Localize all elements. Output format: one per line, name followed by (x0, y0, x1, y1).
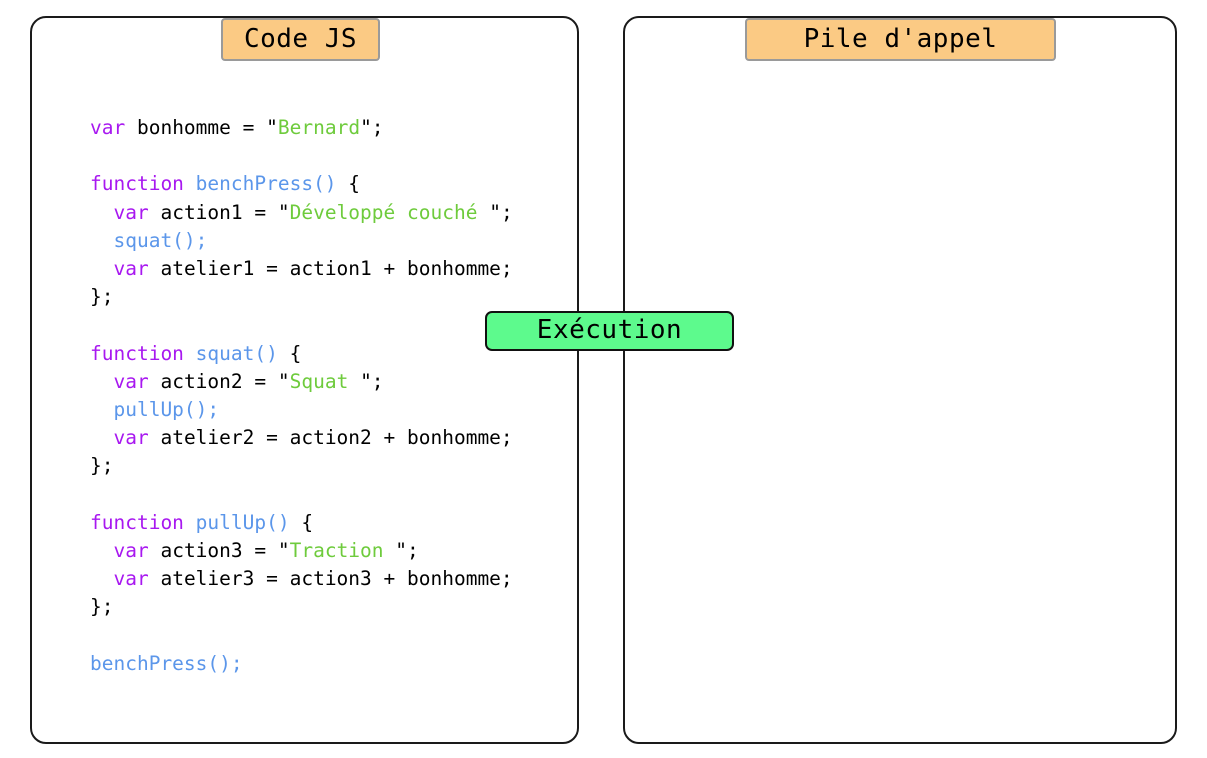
code-token-pln (90, 539, 113, 562)
code-token-pln: }; (90, 454, 114, 478)
code-line: benchPress(); (90, 650, 590, 678)
code-token-fn: pullUp() (195, 510, 290, 534)
code-line: ​ (90, 621, 590, 649)
code-token-pln: action3 = (148, 538, 278, 562)
code-token-fn: squat() (195, 341, 278, 365)
code-token-kw: function (90, 341, 184, 365)
code-token-pln: { (336, 172, 361, 196)
code-line: var action3 = "Traction "; (90, 537, 590, 565)
code-token-kw: var (113, 200, 149, 224)
code-token-pln (90, 201, 113, 224)
code-token-pln (90, 229, 113, 252)
code-line: squat(); (90, 227, 590, 255)
code-token-pln: " (277, 200, 290, 224)
code-token-str: Squat (289, 369, 361, 393)
code-line: var atelier3 = action3 + bonhomme; (90, 565, 590, 593)
code-token-pln: atelier1 = action1 + bonhomme; (148, 256, 513, 280)
call-stack-frames-area (625, 88, 1175, 738)
code-token-pln: bonhomme = (125, 116, 267, 139)
code-token-str: Traction (289, 538, 396, 562)
code-token-kw: var (113, 369, 149, 393)
code-token-pln: "; (489, 200, 513, 224)
code-token-fn: benchPress() (90, 651, 231, 675)
code-line: pullUp(); (90, 396, 590, 424)
code-line: }; (90, 593, 590, 621)
code-line: function pullUp() { (90, 509, 590, 537)
code-line: var atelier1 = action1 + bonhomme; (90, 255, 590, 283)
code-token-pln: "; (360, 116, 384, 139)
code-line: var atelier2 = action2 + bonhomme; (90, 424, 590, 452)
code-token-kw: var (113, 426, 149, 450)
code-token-pln: "; (360, 369, 384, 393)
code-line: var action2 = "Squat "; (90, 368, 590, 396)
code-panel-title-badge: Code JS (221, 18, 380, 61)
code-token-str: Bernard (277, 116, 361, 139)
code-token-fn: ; (207, 397, 220, 421)
code-line: var bonhomme = "Bernard"; (90, 114, 590, 142)
code-token-kw: var (113, 538, 149, 562)
code-token-pln: }; (90, 595, 114, 619)
code-line: ​ (90, 142, 590, 170)
code-token-pln (184, 172, 196, 195)
code-line: ​ (90, 480, 590, 508)
code-token-pln: action1 = (148, 200, 278, 224)
code-block: var bonhomme = "Bernard";​function bench… (90, 114, 590, 678)
code-token-pln (184, 342, 196, 365)
code-token-kw: var (113, 256, 149, 280)
code-token-kw: function (90, 510, 184, 534)
code-line: }; (90, 283, 590, 311)
code-token-pln: atelier2 = action2 + bonhomme; (148, 426, 513, 450)
code-line: function squat() { (90, 340, 590, 368)
code-token-fn: ; (230, 651, 243, 675)
code-token-pln: "; (395, 538, 419, 562)
code-token-fn: benchPress() (195, 172, 337, 196)
call-stack-panel-title-badge: Pile d'appel (745, 18, 1056, 61)
code-token-fn: squat() (113, 228, 196, 252)
code-token-kw: var (113, 567, 149, 590)
code-token-kw: function (90, 172, 184, 196)
code-line: var action1 = "Développé couché "; (90, 199, 590, 227)
code-token-pln: " (277, 538, 290, 562)
code-token-pln (90, 567, 113, 590)
code-token-pln (90, 257, 113, 280)
code-token-pln (184, 511, 196, 534)
code-token-fn: ; (195, 228, 208, 252)
code-token-pln: }; (90, 285, 114, 309)
code-token-pln: { (277, 341, 302, 365)
code-token-pln (90, 426, 113, 449)
code-token-pln: action2 = (148, 369, 278, 393)
code-token-kw: var (90, 116, 126, 139)
call-stack-panel (623, 16, 1177, 744)
code-token-pln (90, 370, 113, 393)
code-token-pln (90, 398, 113, 421)
code-token-pln: atelier3 = action3 + bonhomme; (148, 567, 513, 590)
code-line: }; (90, 452, 590, 480)
code-token-pln: { (289, 510, 314, 534)
code-token-str: Développé couché (289, 200, 490, 224)
code-token-fn: pullUp() (113, 397, 208, 421)
code-line: function benchPress() { (90, 170, 590, 198)
execution-badge: Exécution (485, 311, 734, 351)
code-token-pln: " (266, 116, 278, 139)
code-panel: var bonhomme = "Bernard";​function bench… (30, 16, 579, 744)
code-token-pln: " (277, 369, 290, 393)
